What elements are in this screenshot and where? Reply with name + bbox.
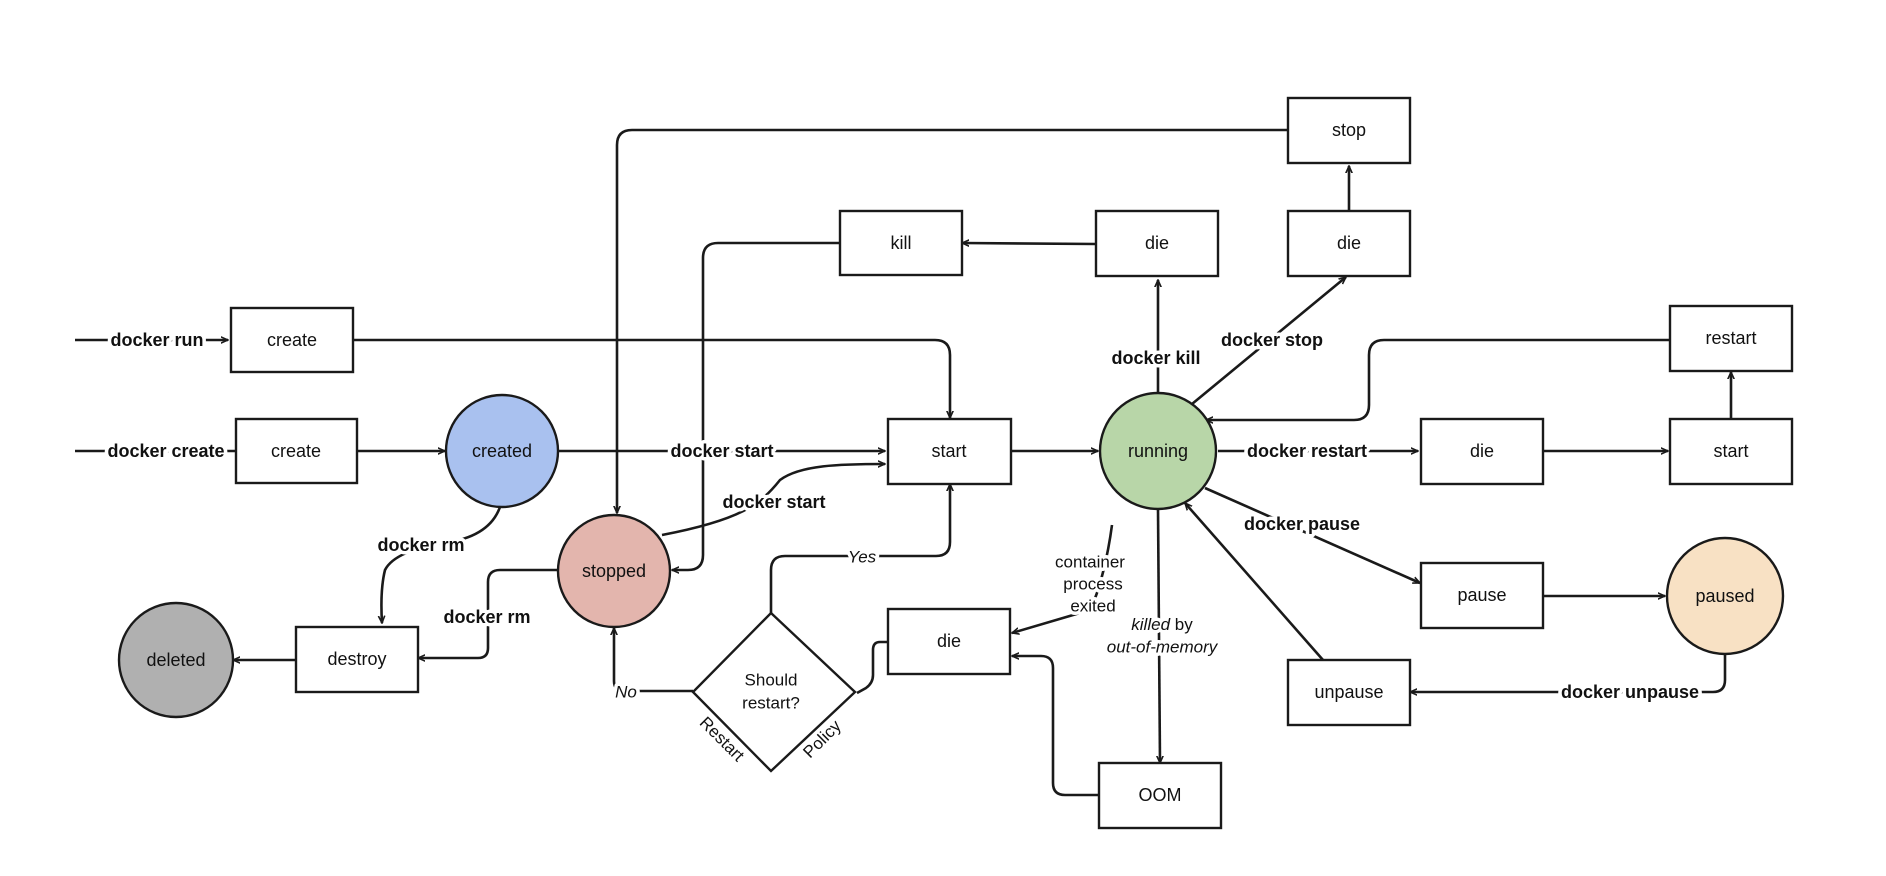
event-oom <box>1097 761 1223 830</box>
decision-line1: Should <box>745 671 798 690</box>
event-nodes: create create start kill die die stop re… <box>229 96 1794 830</box>
state-nodes: created stopped running paused deleted <box>117 391 1785 719</box>
cmd-docker-stop: docker stop <box>1221 330 1323 350</box>
decision-line2: restart? <box>742 694 800 713</box>
annotation-killed-by: killed by <box>1131 615 1193 634</box>
event-die-exit <box>886 607 1012 676</box>
event-destroy <box>294 625 420 694</box>
event-kill-label: kill <box>891 233 912 253</box>
event-die-exit-label: die <box>937 631 961 651</box>
annotation-process: process <box>1063 575 1123 594</box>
cmd-docker-pause: docker pause <box>1244 514 1360 534</box>
edge-kill-to-stopped <box>672 241 840 570</box>
decision-no-label: No <box>615 683 637 702</box>
event-die-restart <box>1419 417 1545 486</box>
event-restart-label: restart <box>1705 328 1756 348</box>
event-start-restart-label: start <box>1713 441 1748 461</box>
event-destroy-label: destroy <box>327 649 386 669</box>
cmd-docker-create: docker create <box>107 441 224 461</box>
event-die-kill-label: die <box>1145 233 1169 253</box>
edge-stopped-to-destroy <box>418 568 560 658</box>
edge-die-to-kill <box>962 243 1097 244</box>
event-die-restart-label: die <box>1470 441 1494 461</box>
event-start-label: start <box>931 441 966 461</box>
event-start <box>886 417 1013 486</box>
decision-yes-label: Yes <box>848 548 877 567</box>
edge-create-to-start <box>353 338 950 418</box>
event-start-restart <box>1668 417 1794 486</box>
event-kill <box>838 209 964 277</box>
edge-unpause-to-running <box>1185 503 1324 661</box>
event-create-run-label: create <box>267 330 317 350</box>
event-stop-label: stop <box>1332 120 1366 140</box>
state-paused-label: paused <box>1695 586 1754 606</box>
annotation-exited: exited <box>1070 597 1115 616</box>
event-create-run <box>229 306 355 374</box>
edge-oom-to-die <box>1012 656 1099 797</box>
state-deleted <box>117 601 235 719</box>
event-create-create-label: create <box>271 441 321 461</box>
event-pause <box>1419 561 1545 630</box>
edge-running-to-oom <box>1158 508 1160 763</box>
state-created <box>444 393 560 509</box>
command-labels: docker run docker create docker start do… <box>104 327 1703 706</box>
edge-running-to-die-stop <box>1191 277 1346 406</box>
edge-stop-to-stopped <box>617 128 1288 513</box>
annotation-killed-word: killed <box>1131 615 1170 634</box>
cmd-docker-unpause: docker unpause <box>1561 682 1699 702</box>
edge-decision-yes-to-start <box>769 484 950 613</box>
edge-decision-no-to-stopped <box>614 628 693 693</box>
event-restart <box>1668 304 1794 373</box>
event-oom-label: OOM <box>1139 785 1182 805</box>
state-stopped-label: stopped <box>582 561 646 581</box>
event-create-create <box>234 417 359 485</box>
event-pause-label: pause <box>1457 585 1506 605</box>
cmd-docker-rm-stopped: docker rm <box>443 607 530 627</box>
cmd-docker-run: docker run <box>110 330 203 350</box>
annotations: container process exited killed by out-o… <box>1052 549 1223 660</box>
cmd-docker-restart: docker restart <box>1247 441 1367 461</box>
state-running-label: running <box>1128 441 1188 461</box>
edges <box>75 128 1731 797</box>
decision-diamond <box>691 611 857 773</box>
cmd-docker-kill: docker kill <box>1111 348 1200 368</box>
event-die-stop-label: die <box>1337 233 1361 253</box>
state-paused <box>1665 536 1785 656</box>
state-created-label: created <box>472 441 532 461</box>
state-stopped <box>556 513 672 629</box>
cmd-docker-start-stopped: docker start <box>722 492 825 512</box>
state-running <box>1098 391 1218 511</box>
edge-die-to-decision <box>856 640 887 695</box>
edge-stopped-to-start <box>661 464 885 537</box>
annotation-out-of-memory: out-of-memory <box>1107 638 1219 657</box>
annotation-container: container <box>1055 553 1125 572</box>
annotation-by-word: by <box>1170 615 1193 634</box>
edge-created-to-destroy <box>381 506 502 623</box>
edge-running-to-die-exit <box>1012 524 1114 633</box>
edge-restart-to-running <box>1206 338 1670 420</box>
event-unpause <box>1286 658 1412 727</box>
state-deleted-label: deleted <box>146 650 205 670</box>
event-unpause-label: unpause <box>1314 682 1383 702</box>
cmd-docker-start: docker start <box>670 441 773 461</box>
cmd-docker-rm-created: docker rm <box>377 535 464 555</box>
event-stop <box>1286 96 1412 165</box>
event-die-stop <box>1286 209 1412 278</box>
edge-running-to-pause <box>1204 486 1420 585</box>
event-die-kill <box>1094 209 1220 278</box>
edge-paused-to-unpause <box>1410 652 1727 692</box>
